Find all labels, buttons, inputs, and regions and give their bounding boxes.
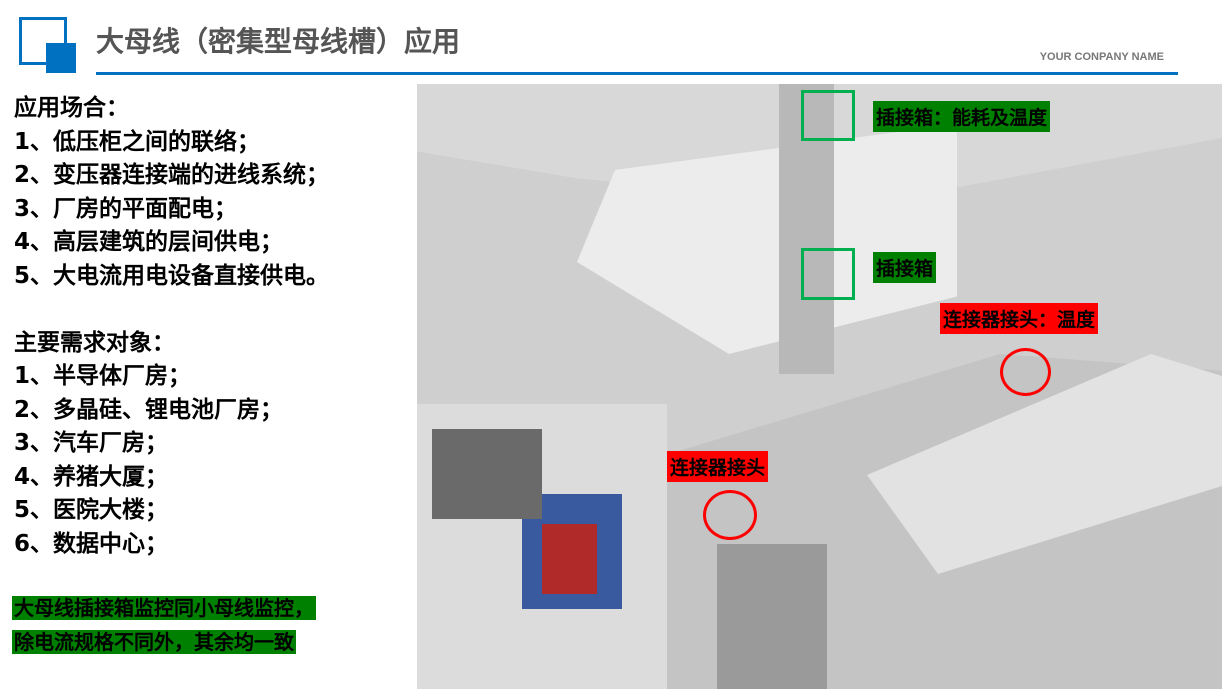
list-line: 3、厂房的平面配电；: [14, 195, 238, 222]
busway-illustration: [417, 84, 1222, 689]
transformer-coils: [542, 524, 597, 594]
list-line: 2、变压器连接端的进线系统；: [14, 162, 330, 188]
label-box: 插接箱: [873, 252, 937, 283]
page-title: 大母线（密集型母线槽）应用: [96, 25, 461, 58]
switchgear-cabinet: [717, 544, 827, 689]
list-line: 主要需求对象：: [14, 329, 175, 356]
list-line: 3、汽车厂房；: [14, 430, 169, 456]
company-name: YOUR CONPANY NAME: [1039, 51, 1164, 63]
plugin-box-highlight: [801, 248, 855, 300]
list-line: 4、高层建筑的层间供电；: [14, 229, 284, 255]
logo-icon: [19, 17, 67, 65]
list-line: 5、大电流用电设备直接供电。: [14, 262, 330, 289]
label-connector: 连接器接头: [667, 451, 769, 482]
list-line: [14, 293, 329, 327]
label-connector-temp: 连接器接头：温度: [940, 303, 1099, 334]
application-list: 应用场合： 1、低压柜之间的联络； 2、变压器连接端的进线系统； 3、厂房的平面…: [14, 92, 329, 561]
connector-highlight: [1000, 348, 1051, 396]
connector-highlight: [703, 490, 757, 540]
list-line: 应用场合：: [14, 95, 129, 121]
list-line: 1、半导体厂房；: [14, 363, 192, 389]
note-line: 除电流规格不同外，其余均一致: [12, 630, 296, 654]
label-box-energy: 插接箱：能耗及温度: [873, 101, 1051, 132]
plugin-box-highlight: [801, 90, 855, 141]
list-line: 1、低压柜之间的联络；: [14, 128, 261, 155]
list-line: 6、数据中心；: [14, 530, 169, 557]
shaft-column: [779, 84, 834, 374]
list-line: 4、养猪大厦；: [14, 463, 169, 490]
monitoring-note: 大母线插接箱监控同小母线监控， 除电流规格不同外，其余均一致: [12, 591, 316, 659]
generator: [432, 429, 542, 519]
list-line: 5、医院大楼；: [14, 497, 169, 523]
logo-icon-fill: [46, 43, 76, 73]
note-line: 大母线插接箱监控同小母线监控，: [12, 596, 316, 620]
header-divider: [96, 72, 1178, 75]
list-line: 2、多晶硅、锂电池厂房；: [14, 396, 284, 423]
